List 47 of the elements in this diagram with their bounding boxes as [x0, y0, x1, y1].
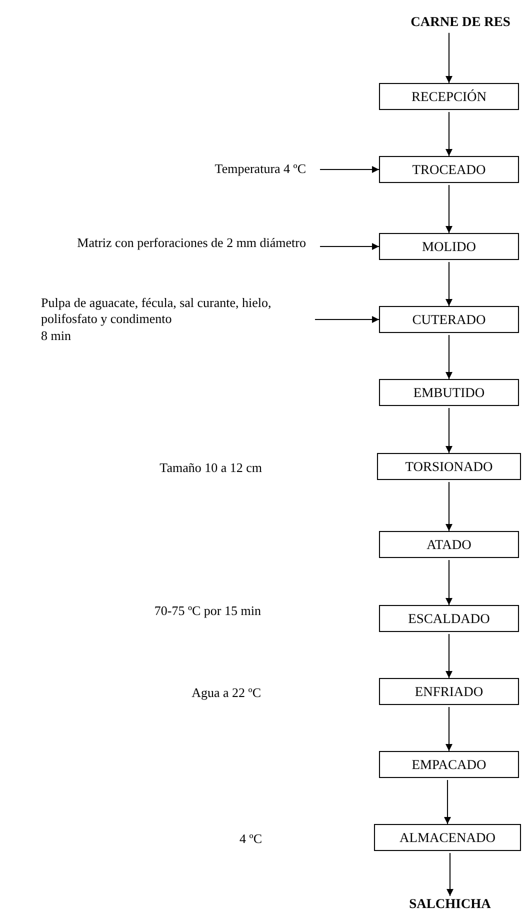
step-note: 4 ºC — [240, 831, 262, 847]
step-label: ESCALDADO — [408, 610, 490, 626]
step-note: 70-75 ºC por 15 min — [154, 603, 261, 619]
step-note: Tamaño 10 a 12 cm — [160, 460, 262, 476]
process-box — [379, 379, 519, 406]
arrow — [446, 408, 452, 454]
process-box — [379, 156, 519, 183]
process-box — [379, 751, 519, 778]
step-label: TROCEADO — [412, 162, 486, 178]
arrow — [314, 316, 380, 323]
arrow — [320, 166, 380, 173]
process-box — [379, 83, 519, 110]
arrow — [446, 262, 452, 306]
input-note: Pulpa de aguacate, fécula, sal curante, hielo, polifosfato y condimento — [41, 295, 272, 328]
step-label: ATADO — [426, 536, 472, 552]
process-box — [379, 306, 519, 333]
step-label: ALMACENADO — [400, 830, 496, 846]
product-label: CARNE DE RES — [410, 14, 510, 31]
process-box — [379, 678, 519, 705]
arrow — [444, 780, 451, 824]
arrow — [446, 482, 452, 532]
step-label: MOLIDO — [422, 238, 476, 254]
step-label: EMBUTIDO — [413, 384, 485, 400]
process-box — [374, 824, 521, 851]
product-label: SALCHICHA — [409, 896, 491, 913]
arrow — [446, 184, 452, 234]
process-box — [379, 233, 519, 260]
step-label: CUTERADO — [412, 312, 486, 328]
arrow — [446, 32, 452, 84]
input-note: 8 min — [41, 328, 71, 344]
arrow — [446, 112, 452, 156]
arrow — [446, 560, 452, 606]
arrow — [446, 634, 452, 678]
process-box — [379, 605, 519, 632]
arrow — [320, 243, 380, 250]
process-box — [379, 531, 519, 558]
arrow — [446, 706, 452, 752]
arrow — [446, 334, 452, 380]
step-note: Agua a 22 ºC — [192, 685, 261, 701]
input-note: Matriz con perforaciones de 2 mm diámetro — [77, 235, 306, 252]
process-box — [377, 453, 521, 480]
step-label: EMPACADO — [412, 756, 486, 772]
input-note: Temperatura 4 ºC — [214, 161, 306, 178]
step-label: RECEPCIÓN — [411, 88, 486, 104]
step-label: ENFRIADO — [414, 684, 484, 700]
step-label: TORSIONADO — [405, 458, 493, 474]
arrow — [446, 852, 454, 896]
